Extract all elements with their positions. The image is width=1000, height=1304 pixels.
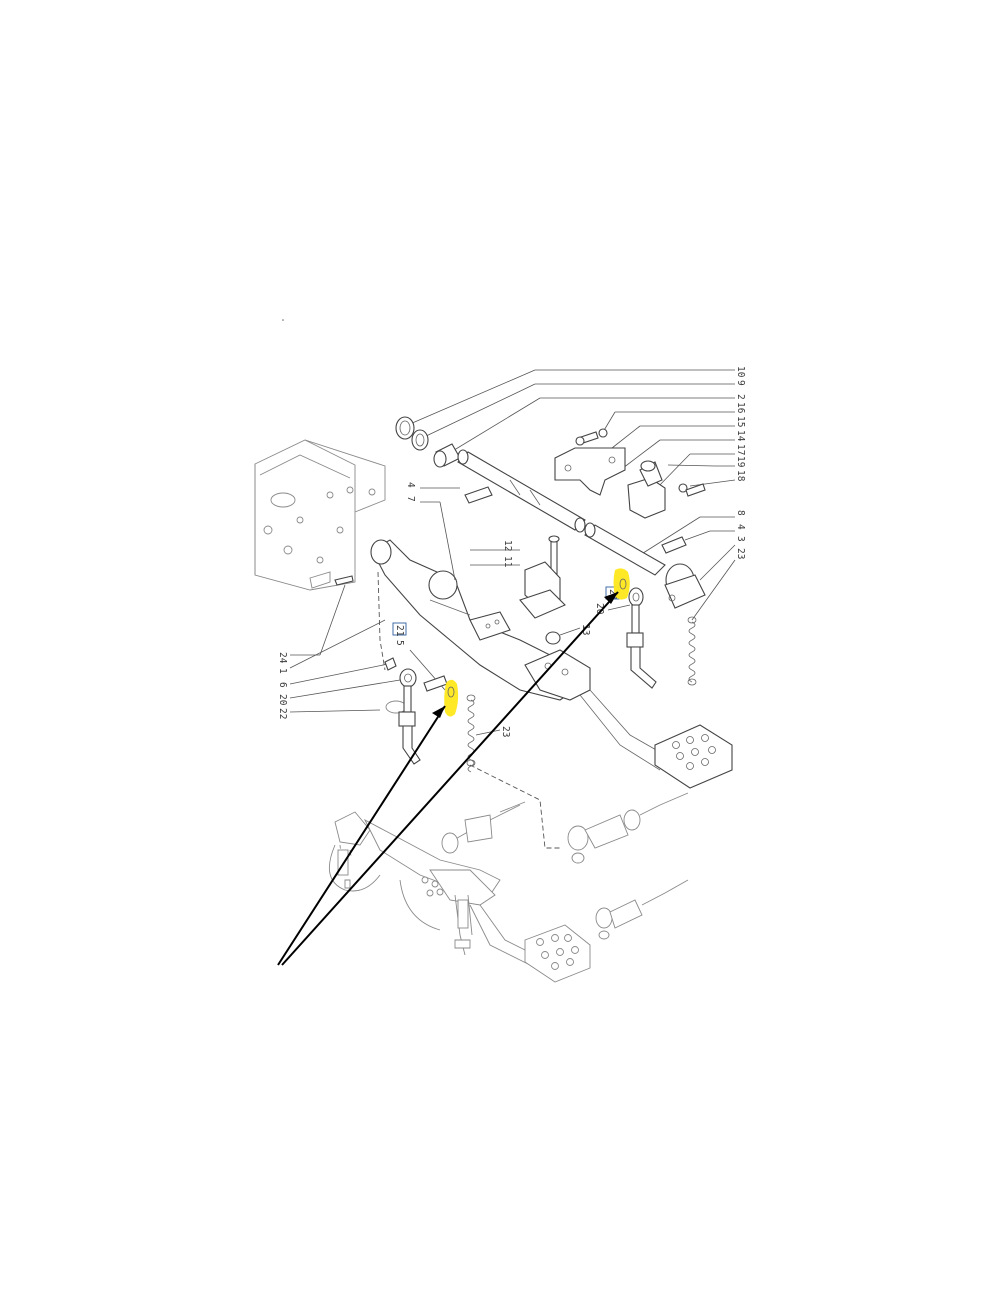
nut-13	[545, 631, 561, 645]
reference-box-21-left	[392, 622, 407, 636]
right-sensor	[613, 568, 657, 689]
callout-20-right: 20	[594, 603, 605, 615]
callout-leaders	[409, 369, 736, 621]
callout-14: 14	[735, 430, 746, 442]
mounting-plate	[254, 439, 386, 591]
callout-17: 17	[735, 444, 746, 455]
pedal-pad-upper	[654, 724, 733, 789]
right-pivot	[664, 563, 706, 609]
stray-dot	[282, 319, 284, 321]
callout-15: 15	[735, 416, 746, 427]
callout-19: 19	[735, 456, 746, 468]
callout-16: 16	[735, 402, 746, 414]
callout-7: 7	[405, 496, 416, 502]
annotation-arrows	[277, 591, 619, 966]
shaft-assembly	[395, 416, 687, 576]
callout-9: 9	[735, 380, 746, 386]
callout-22: 22	[277, 708, 288, 719]
switch-bracket	[554, 428, 706, 519]
center-clevis: 12 11 13	[470, 535, 591, 645]
arrowhead-right	[604, 592, 618, 604]
callout-20-left: 20	[277, 694, 288, 706]
callout-21-left: 21	[394, 625, 405, 637]
callout-23-left: 23	[500, 726, 511, 737]
bolt-24	[334, 575, 354, 586]
callout-10: 10	[735, 366, 746, 378]
callout-6: 6	[277, 682, 288, 688]
lower-assembly	[328, 792, 689, 983]
callout-23-right: 23	[735, 548, 746, 559]
callout-12: 12	[502, 540, 513, 551]
clip-1	[384, 657, 397, 671]
dashed-guides	[377, 571, 560, 849]
callout-1: 1	[277, 668, 288, 674]
callout-13: 13	[580, 624, 591, 635]
left-sensor	[384, 657, 448, 765]
bracket	[554, 447, 626, 496]
oring-22	[385, 700, 407, 714]
callout-18: 18	[735, 470, 746, 482]
right-callout-numbers: 10 9 2 16 15 14 17 19 18 8 4 3 23	[735, 366, 746, 559]
callout-8: 8	[735, 510, 746, 516]
bolt-18	[685, 483, 706, 497]
callout-4-left: 4	[405, 482, 416, 488]
callout-24: 24	[277, 652, 288, 664]
pivot-sleeve	[428, 570, 458, 600]
callout-11: 11	[502, 556, 513, 568]
ball-joint-6	[399, 668, 417, 688]
sensor-20	[398, 711, 416, 727]
highlight-left	[444, 679, 459, 717]
pin-right	[661, 536, 687, 554]
arrowhead-left	[432, 706, 445, 718]
arrow-to-right-highlight	[281, 591, 619, 966]
spring-left: 23	[466, 694, 511, 773]
pivot-boss	[370, 539, 392, 565]
callout-4-right: 4	[735, 524, 746, 530]
pedal-arm	[370, 539, 666, 771]
callout-3: 3	[735, 536, 746, 542]
nut-15	[598, 428, 608, 438]
shaft-right	[584, 524, 666, 576]
callout-5: 5	[394, 640, 405, 646]
washer	[411, 429, 429, 451]
pin-left	[464, 486, 493, 504]
callout-2: 2	[735, 394, 746, 400]
arrow-to-left-highlight	[277, 705, 446, 966]
washer-19	[678, 483, 688, 493]
snap-ring	[395, 416, 415, 440]
spring-right	[687, 616, 697, 686]
